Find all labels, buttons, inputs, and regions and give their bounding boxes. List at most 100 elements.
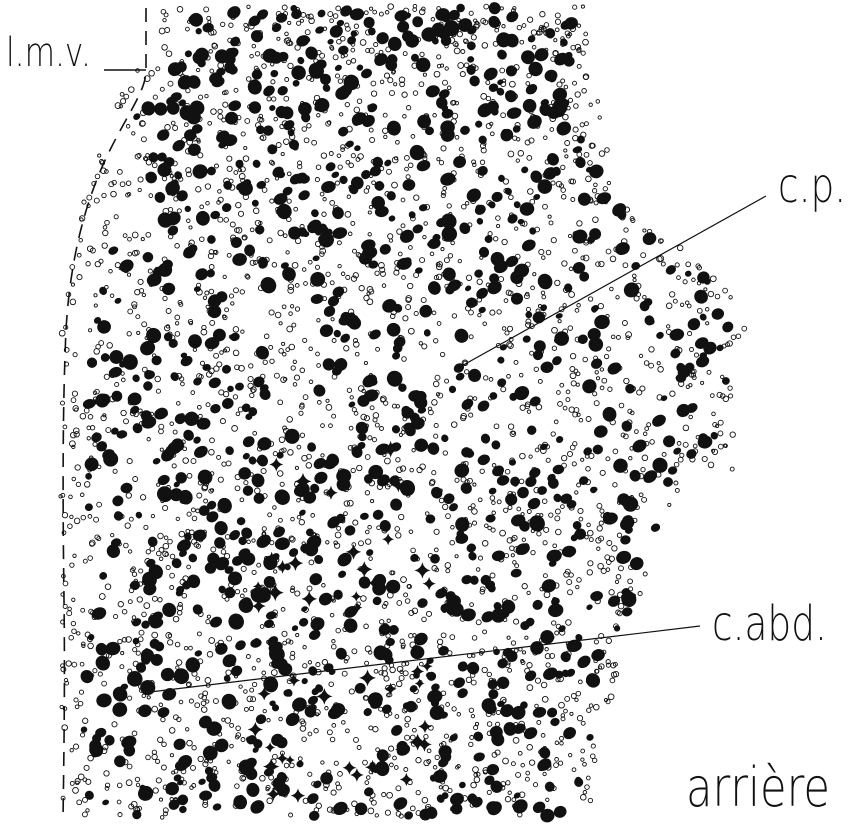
small-cell [272,97,276,101]
small-cell [478,313,481,316]
small-cell [607,181,610,184]
small-cell [674,462,679,467]
small-cell [382,793,386,797]
small-cell [629,457,632,460]
small-cell [175,642,180,647]
small-cell [596,100,600,104]
small-cell [302,268,306,272]
small-cell [227,156,232,161]
large-cell [291,624,299,632]
large-cell [575,653,593,671]
small-cell [437,639,442,644]
small-cell [330,19,334,23]
small-cell [349,426,353,430]
small-cell [424,222,428,226]
large-cell [582,446,594,458]
large-cell [284,688,294,699]
small-cell [169,728,175,734]
small-cell [436,274,441,279]
small-cell [439,498,444,503]
small-cell [379,12,383,16]
small-cell [68,607,72,611]
large-cell [153,190,167,204]
small-cell [148,269,152,273]
small-cell [564,709,568,713]
small-cell [163,505,168,510]
small-cell [600,368,603,371]
small-cell [410,468,414,472]
small-cell [226,461,231,466]
small-cell [394,83,397,86]
large-cell [529,640,545,656]
small-cell [594,401,599,406]
small-cell [593,217,599,223]
small-cell [315,265,319,269]
small-cell [368,808,374,814]
large-cell [464,284,472,292]
small-cell [466,677,471,682]
arriere-label: arrière [686,756,830,819]
large-cell [312,255,320,262]
small-cell [261,468,266,473]
small-cell [189,226,192,229]
small-cell [434,529,439,534]
small-cell [74,518,80,524]
large-cell [300,677,309,685]
small-cell [355,352,359,356]
small-cell [443,187,447,191]
large-cell [643,314,655,327]
small-cell [232,426,238,432]
small-cell [88,415,93,420]
small-cell [571,381,576,386]
large-cell [295,99,314,118]
large-cell [360,372,379,390]
small-cell [278,230,284,236]
small-cell [280,482,284,486]
small-cell [289,813,293,817]
small-cell [560,736,564,740]
large-cell [270,21,283,34]
small-cell [673,299,677,303]
small-cell [86,262,90,266]
small-cell [133,477,138,482]
small-cell [215,164,219,168]
small-cell [117,800,121,804]
small-cell [271,670,277,676]
small-cell [245,27,249,31]
small-cell [589,538,593,542]
small-cell [508,791,511,794]
large-cell [306,441,317,452]
small-cell [82,200,86,204]
small-cell [420,258,425,263]
small-cell [465,370,469,374]
small-cell [184,123,188,127]
small-cell [398,252,402,256]
small-cell [111,191,117,197]
small-cell [128,309,133,314]
star-cell [269,457,283,471]
small-cell [690,348,694,352]
small-cell [236,412,240,416]
small-cell [332,414,336,418]
small-cell [359,541,364,546]
large-cell [685,316,702,333]
small-cell [146,550,150,554]
small-cell [562,455,567,460]
large-cell [194,649,203,657]
small-cell [307,586,312,591]
small-cell [572,768,576,772]
small-cell [312,140,317,145]
small-cell [587,523,591,527]
small-cell [435,755,439,759]
small-cell [571,198,575,202]
large-cell [694,354,711,370]
large-cell [371,508,385,521]
small-cell [71,621,75,625]
small-cell [162,45,168,51]
small-cell [336,6,341,11]
large-cell [183,204,192,213]
small-cell [489,378,493,382]
small-cell [335,74,339,78]
small-cell [332,640,335,643]
